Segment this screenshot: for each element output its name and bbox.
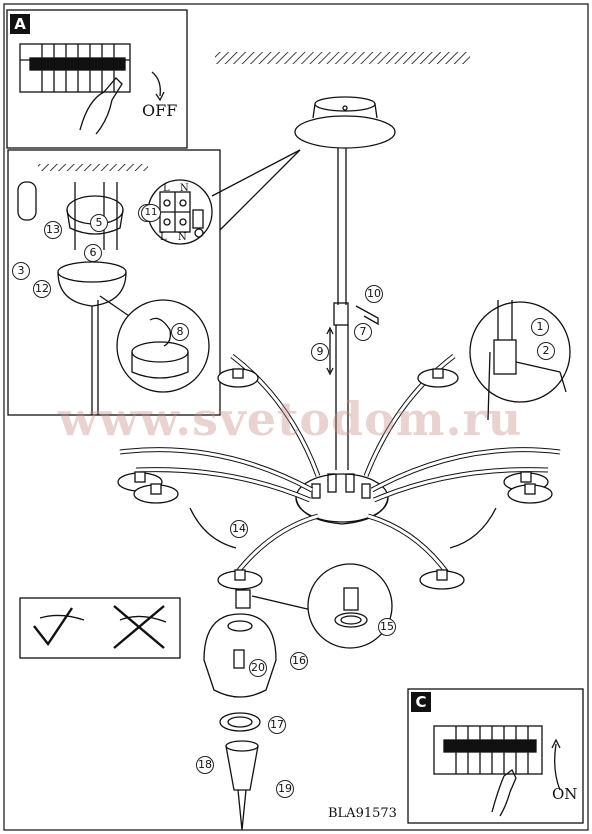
step-1-marker: 1 xyxy=(531,318,549,336)
retaining-ring xyxy=(219,712,261,732)
step-7-marker: 7 xyxy=(354,323,372,341)
bulb-and-cover xyxy=(225,740,259,831)
step-6-marker: 6 xyxy=(84,244,102,262)
ceiling-mount-exploded xyxy=(17,181,127,415)
thread-detail xyxy=(235,563,393,649)
incorrect-handling-icon xyxy=(113,605,167,649)
panel-c-label: C xyxy=(411,692,431,712)
ceiling-hatch-small xyxy=(38,164,148,171)
breaker-switch-off-illustration xyxy=(19,43,165,135)
step-19-marker: 19 xyxy=(276,780,294,798)
step-16-marker: 16 xyxy=(290,652,308,670)
terminal-label-bottom-n: N xyxy=(178,232,187,243)
breaker-switch-on-illustration xyxy=(433,725,561,817)
terminal-label-bottom-l: L xyxy=(160,232,167,243)
step-14-marker: 14 xyxy=(230,520,248,538)
arm-cups xyxy=(117,368,553,590)
terminal-label-top-l: L xyxy=(163,183,170,194)
step-5-marker: 5 xyxy=(90,214,108,232)
on-caption: ON xyxy=(552,785,578,803)
central-hub xyxy=(295,473,389,525)
callout-line-b xyxy=(211,149,301,197)
step-17-marker: 17 xyxy=(268,716,286,734)
watermark: www.svetodom.ru xyxy=(58,392,523,446)
socket-detail xyxy=(99,295,210,393)
model-code: BLA91573 xyxy=(328,806,397,821)
glass-shade xyxy=(203,613,277,698)
step-10-marker: 10 xyxy=(365,285,383,303)
step-18-marker: 18 xyxy=(196,756,214,774)
lamp-arms xyxy=(119,354,561,576)
step-12-marker: 12 xyxy=(33,280,51,298)
center-stem xyxy=(333,148,379,470)
rotate-arm-arrow-left xyxy=(189,507,237,549)
sheet-border xyxy=(3,3,589,831)
panel-a-label: A xyxy=(10,14,30,34)
step-3-marker: 3 xyxy=(12,262,30,280)
step-9-marker: 9 xyxy=(311,343,329,361)
step-2-marker: 2 xyxy=(537,342,555,360)
step-15-marker: 15 xyxy=(378,618,396,636)
height-adjust-arrow xyxy=(326,326,334,376)
step-13-marker: 13 xyxy=(44,221,62,239)
terminal-label-top-n: N xyxy=(180,183,189,194)
panel-a-frame xyxy=(6,9,188,149)
step-8-marker: 8 xyxy=(171,323,189,341)
step-20-marker: 20 xyxy=(249,659,267,677)
step-11-marker: 11 xyxy=(141,204,161,222)
correct-handling-icon xyxy=(33,607,85,647)
handling-warning-box xyxy=(19,597,181,659)
off-caption: OFF xyxy=(142,101,178,120)
terminal-block-detail xyxy=(147,179,213,245)
rotate-arm-arrow-right xyxy=(449,507,497,549)
ceiling-canopy xyxy=(294,96,396,149)
ceiling-hatch xyxy=(215,52,470,64)
